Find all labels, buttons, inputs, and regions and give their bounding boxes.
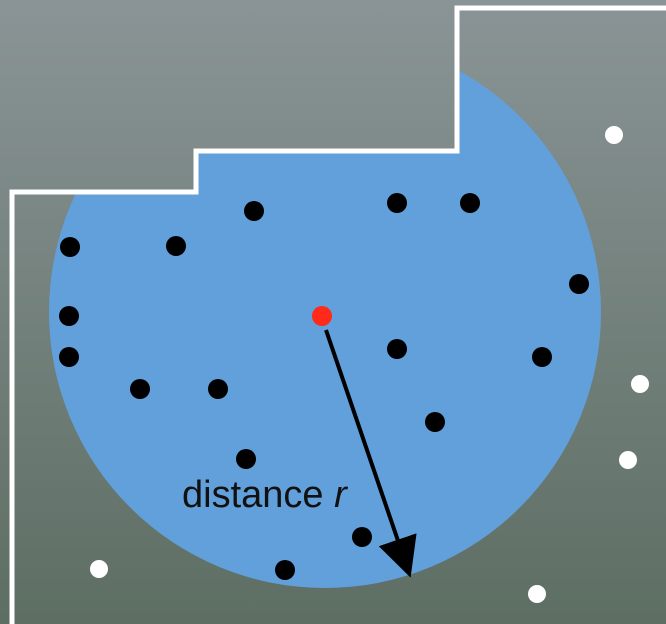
inside-point: [275, 560, 295, 580]
outside-point: [605, 126, 623, 144]
inside-point: [60, 237, 80, 257]
inside-point: [59, 306, 79, 326]
distance-label: distance r: [182, 474, 348, 516]
distance-label-word: distance: [182, 474, 334, 516]
inside-point: [59, 347, 79, 367]
outside-point: [619, 451, 637, 469]
outside-point: [90, 560, 108, 578]
radius-arrow: [324, 329, 417, 578]
outside-point: [528, 585, 546, 603]
inside-point: [569, 274, 589, 294]
inside-point: [130, 379, 150, 399]
inside-point: [387, 339, 407, 359]
inside-point: [236, 449, 256, 469]
inside-point: [244, 201, 264, 221]
outside-points-group: [90, 126, 649, 603]
inside-point: [532, 347, 552, 367]
inside-point: [166, 236, 186, 256]
inside-point: [460, 193, 480, 213]
outside-point: [631, 375, 649, 393]
inside-points-group: [59, 193, 589, 580]
center-point: [312, 306, 332, 326]
distance-label-variable: r: [334, 474, 348, 516]
inside-point: [387, 193, 407, 213]
inside-point: [208, 379, 228, 399]
inside-point: [352, 527, 372, 547]
study-area-boundary: [9, 5, 666, 624]
inside-point: [425, 412, 445, 432]
